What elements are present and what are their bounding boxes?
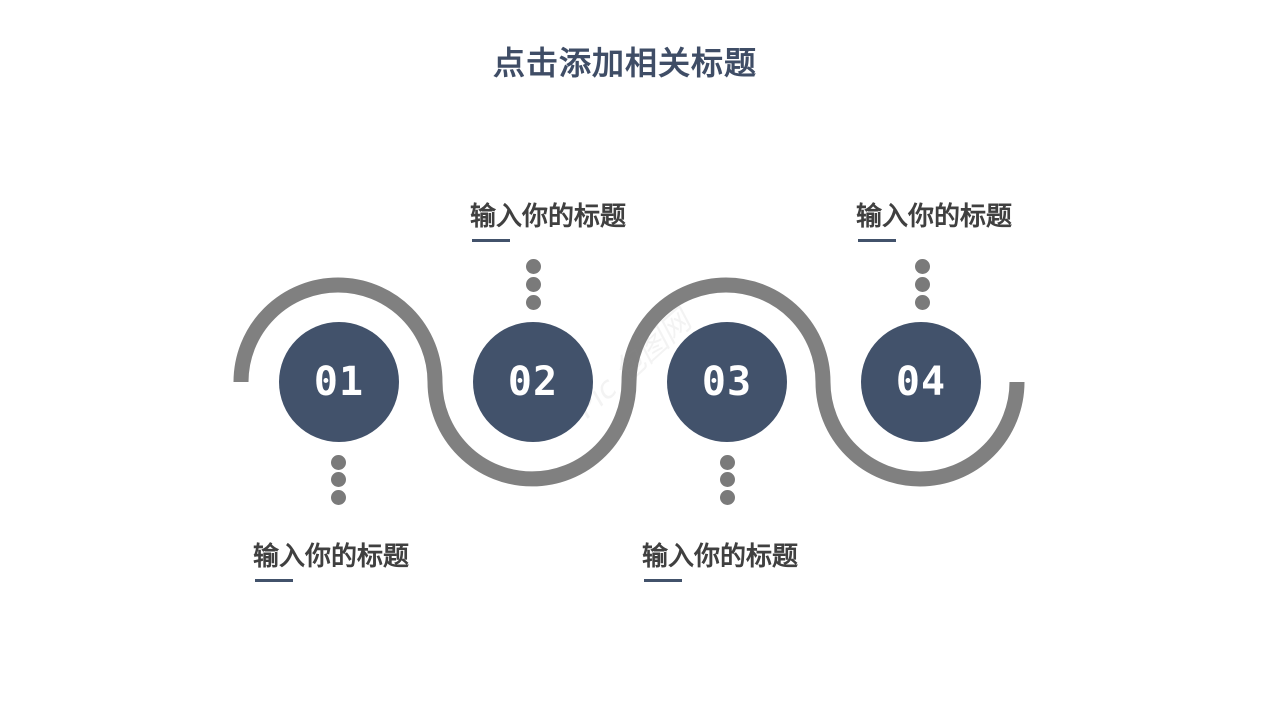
connector-dot bbox=[915, 295, 930, 310]
step-label-04: 输入你的标题 bbox=[856, 202, 1013, 232]
connector-dot bbox=[915, 259, 930, 274]
connector-dot bbox=[526, 295, 541, 310]
step-circle-04: 04 bbox=[861, 322, 981, 442]
step-circle-03: 03 bbox=[667, 322, 787, 442]
label-underline bbox=[858, 239, 896, 242]
connector-dot bbox=[331, 455, 346, 470]
label-underline bbox=[255, 579, 293, 582]
label-underline bbox=[644, 579, 682, 582]
connector-dot bbox=[526, 277, 541, 292]
connector-dot bbox=[331, 490, 346, 505]
connector-dot bbox=[526, 259, 541, 274]
step-label-02: 输入你的标题 bbox=[470, 202, 627, 232]
label-underline bbox=[472, 239, 510, 242]
connector-dot bbox=[720, 472, 735, 487]
step-circle-02: 02 bbox=[473, 322, 593, 442]
connector-dot bbox=[331, 472, 346, 487]
connector-dot bbox=[720, 490, 735, 505]
step-circle-01: 01 bbox=[279, 322, 399, 442]
connector-dot bbox=[915, 277, 930, 292]
page-title: 点击添加相关标题 bbox=[492, 44, 757, 82]
step-label-01: 输入你的标题 bbox=[253, 542, 410, 572]
connector-dot bbox=[720, 455, 735, 470]
step-label-03: 输入你的标题 bbox=[642, 542, 799, 572]
